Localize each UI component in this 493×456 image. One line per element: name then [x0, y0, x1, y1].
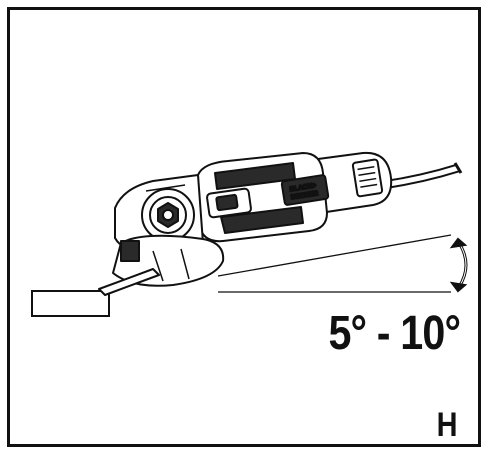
figure-letter: H [437, 406, 458, 444]
work-surface-line [217, 234, 452, 277]
angle-grinder-icon: BLACK+ DECKER [98, 151, 463, 296]
illustration: BLACK+ DECKER [31, 151, 468, 317]
curved-double-arrow-icon [449, 237, 468, 293]
workpiece-icon [31, 290, 110, 317]
figure-frame: BLACK+ DECKER 5° - 10° H [7, 7, 481, 447]
angle-range-label: 5° - 10° [328, 307, 461, 360]
